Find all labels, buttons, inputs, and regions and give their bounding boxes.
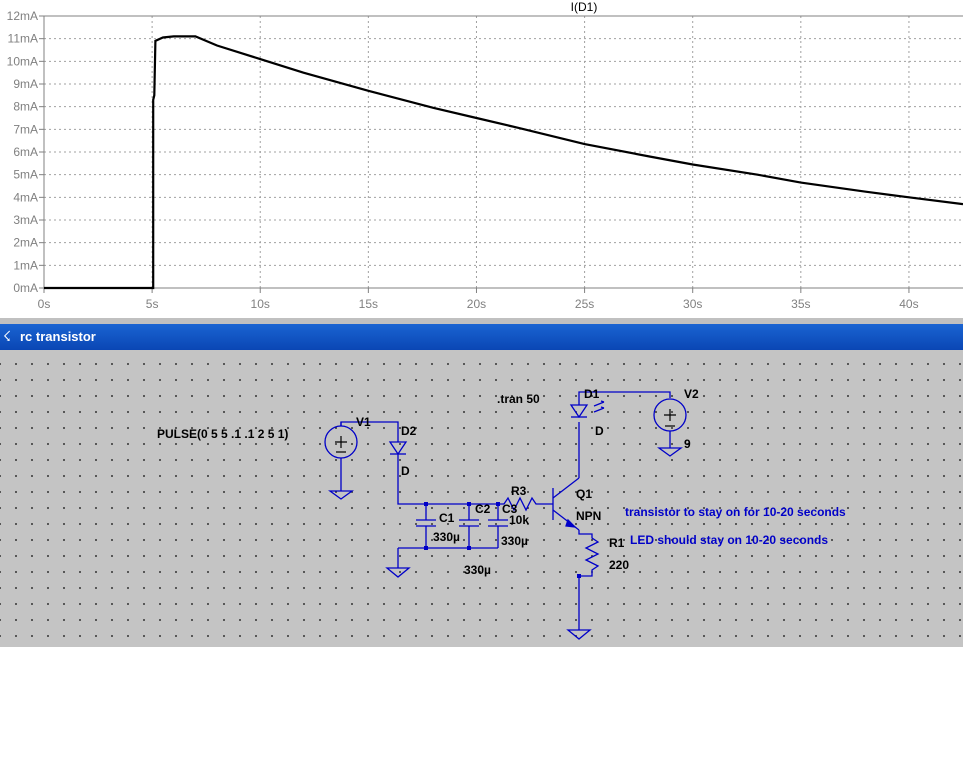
- ground-caps: [385, 567, 411, 578]
- wire-d1-v2: [578, 391, 671, 405]
- y-tick-label: 5mA: [13, 168, 38, 182]
- x-tick-label: 25s: [575, 297, 594, 311]
- r3-value[interactable]: 10k: [509, 513, 530, 527]
- x-tick-label: 10s: [251, 297, 270, 311]
- y-tick-label: 6mA: [13, 145, 38, 159]
- y-tick-label: 0mA: [13, 281, 38, 295]
- c1-name[interactable]: C1: [439, 511, 455, 525]
- schematic-window-icon: ☇: [3, 328, 12, 344]
- q1-model[interactable]: NPN: [576, 509, 602, 523]
- pane-splitter[interactable]: [0, 318, 963, 324]
- d1-led[interactable]: [569, 400, 605, 419]
- wire-v1-d2: [340, 421, 399, 442]
- c3-value[interactable]: 330µ: [501, 534, 528, 548]
- y-tick-label: 9mA: [13, 77, 38, 91]
- r3-resistor[interactable]: [498, 496, 553, 512]
- x-tick-label: 5s: [146, 297, 159, 311]
- y-tick-label: 2mA: [13, 236, 38, 250]
- tran-directive[interactable]: .tran 50: [497, 392, 540, 406]
- c2-capacitor[interactable]: [459, 504, 479, 548]
- d1-name[interactable]: D1: [584, 387, 600, 401]
- c1-value[interactable]: 330µ: [433, 530, 460, 544]
- x-tick-label: 15s: [359, 297, 378, 311]
- v2-voltage-source[interactable]: [653, 398, 687, 457]
- x-tick-label: 0s: [38, 297, 51, 311]
- r1-name[interactable]: R1: [609, 536, 625, 550]
- wire-cap-ground: [397, 547, 498, 568]
- schematic-canvas[interactable]: .tran 50 PULSE(0 5 5 .1 .1 2 5 1) V1 D2 …: [0, 350, 963, 647]
- v1-value[interactable]: PULSE(0 5 5 .1 .1 2 5 1): [157, 427, 289, 441]
- q1-npn-transistor[interactable]: [552, 477, 580, 531]
- comment-led[interactable]: LED should stay on 10-20 seconds: [630, 533, 829, 547]
- c3-name[interactable]: C3: [502, 502, 518, 516]
- x-tick-label: 35s: [791, 297, 810, 311]
- r1-resistor[interactable]: [578, 530, 600, 630]
- x-tick-label: 40s: [899, 297, 918, 311]
- trace-title[interactable]: I(D1): [571, 0, 598, 14]
- ground-r1: [566, 629, 592, 640]
- wire-d2-caps: [397, 454, 498, 505]
- q1-name[interactable]: Q1: [576, 487, 593, 501]
- trace-i-d1[interactable]: [44, 35, 963, 290]
- x-tick-label: 30s: [683, 297, 702, 311]
- v1-name[interactable]: V1: [356, 415, 371, 429]
- window-title: rc transistor: [20, 329, 96, 344]
- x-tick-label: 20s: [467, 297, 486, 311]
- d2-name[interactable]: D2: [401, 424, 417, 438]
- r3-name[interactable]: R3: [511, 484, 527, 498]
- y-tick-label: 12mA: [7, 9, 38, 23]
- v2-value[interactable]: 9: [684, 437, 691, 451]
- c1-capacitor[interactable]: [416, 504, 436, 548]
- y-tick-label: 4mA: [13, 190, 38, 204]
- y-tick-label: 10mA: [7, 54, 38, 68]
- d2-diode[interactable]: [388, 441, 408, 456]
- c2-value[interactable]: 330µ: [464, 563, 491, 577]
- comment-transistor[interactable]: transistor to stay on for 10-20 seconds: [625, 505, 846, 519]
- schematic-wires[interactable]: [0, 350, 963, 647]
- c2-name[interactable]: C2: [475, 502, 491, 516]
- d2-model[interactable]: D: [401, 464, 410, 478]
- y-tick-label: 3mA: [13, 213, 38, 227]
- r1-value[interactable]: 220: [609, 558, 630, 572]
- v2-plus-sign: [664, 409, 676, 421]
- waveform-plot[interactable]: 0mA 1mA 2mA 3mA 4mA 5mA 6mA 7mA 8mA 9mA 10mA 11mA 12…: [0, 0, 963, 318]
- d1-model[interactable]: D: [595, 424, 604, 438]
- y-tick-label: 8mA: [13, 100, 38, 114]
- schematic-titlebar[interactable]: ☇ rc transistor: [0, 324, 963, 350]
- y-tick-label: 1mA: [13, 258, 38, 272]
- v1-voltage-source[interactable]: [324, 422, 358, 500]
- v2-name[interactable]: V2: [684, 387, 699, 401]
- y-tick-label: 7mA: [13, 122, 38, 136]
- plot-canvas[interactable]: 0mA 1mA 2mA 3mA 4mA 5mA 6mA 7mA 8mA 9mA 10mA 11mA 12…: [0, 0, 963, 318]
- v1-plus-sign: [335, 436, 347, 448]
- c3-capacitor[interactable]: [488, 504, 508, 548]
- y-tick-label: 11mA: [8, 32, 38, 46]
